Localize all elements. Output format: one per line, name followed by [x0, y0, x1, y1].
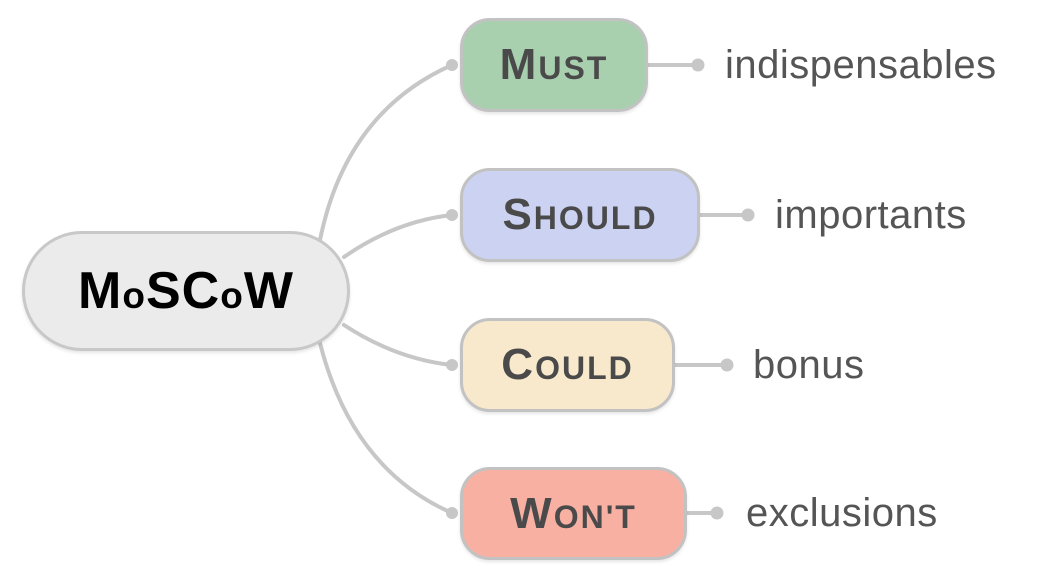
node-should[interactable]: SHOULD	[460, 168, 700, 262]
node-must[interactable]: MUST	[460, 18, 648, 112]
moscow-part: W	[243, 262, 294, 320]
node-moscow[interactable]: MoSCoW	[22, 231, 350, 351]
connector-dot	[710, 506, 724, 520]
leaf-label-exclusions: exclusions	[746, 491, 938, 535]
node-label-initial: W	[510, 488, 554, 538]
node-label-rest: HOULD	[533, 200, 658, 236]
connector-dot	[446, 359, 458, 371]
node-could-label: COULD	[501, 340, 633, 390]
connector-dot	[691, 58, 705, 72]
connector-curve-wont	[318, 341, 454, 515]
connector-curve-must	[318, 63, 454, 242]
node-label-initial: C	[501, 340, 536, 389]
node-should-label: SHOULD	[502, 190, 657, 240]
connector-dot	[720, 358, 734, 372]
leaf-label-indispensables: indispensables	[725, 43, 997, 87]
node-label-initial: S	[502, 190, 534, 239]
connector-curve-should	[342, 213, 454, 259]
node-moscow-label: MoSCoW	[78, 261, 294, 321]
moscow-part: SC	[145, 262, 221, 320]
moscow-part: o	[220, 275, 244, 316]
connector-dot	[741, 208, 755, 222]
node-label-rest: OULD	[535, 350, 634, 386]
connector-curve-could	[342, 323, 454, 367]
moscow-part: o	[122, 275, 146, 316]
node-label-rest: ON'T	[553, 498, 637, 535]
node-must-label: MUST	[500, 40, 609, 90]
node-label-initial: M	[499, 40, 539, 89]
moscow-part: M	[78, 262, 123, 320]
leaf-label-importants: importants	[775, 193, 967, 237]
connector-dot	[446, 209, 458, 221]
connector-dot	[446, 59, 458, 71]
leaf-label-bonus: bonus	[753, 343, 865, 387]
connector-dot	[446, 507, 458, 519]
node-wont-label: WON'T	[510, 489, 637, 539]
node-could[interactable]: COULD	[460, 318, 675, 412]
node-wont[interactable]: WON'T	[460, 467, 687, 560]
node-label-rest: UST	[538, 50, 609, 86]
